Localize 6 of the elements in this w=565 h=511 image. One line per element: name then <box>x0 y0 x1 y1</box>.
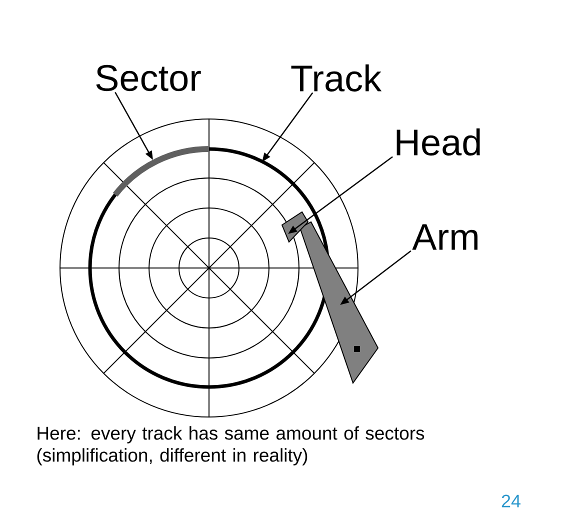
part-label: Sector <box>96 64 201 92</box>
part-label: Arm <box>412 224 478 250</box>
page-number: 24 <box>502 494 520 508</box>
part-label: Head <box>396 128 480 156</box>
part-label: Track <box>291 64 382 92</box>
caption: Here: every track has same amount of sectors (simplification, different in reality) <box>37 426 424 466</box>
